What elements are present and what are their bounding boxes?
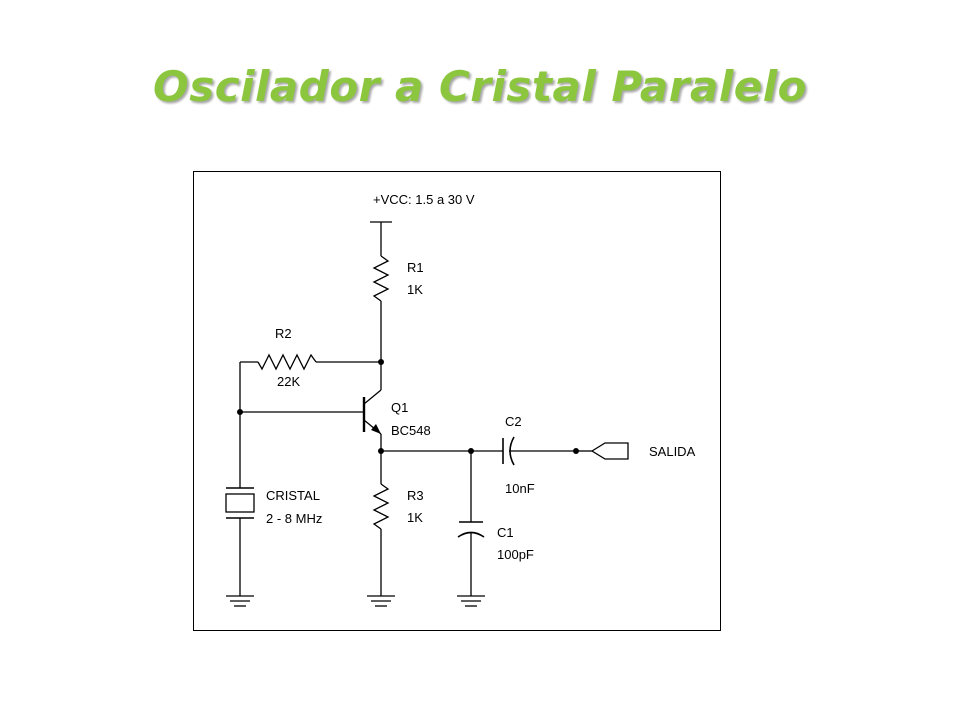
resistor-r3 xyxy=(372,451,390,596)
r1-ref: R1 xyxy=(407,260,424,275)
c2-value: 10nF xyxy=(505,481,535,496)
r3-ref: R3 xyxy=(407,488,424,503)
c2-ref: C2 xyxy=(505,414,522,429)
c1-value: 100pF xyxy=(497,547,534,562)
crystal-value: 2 - 8 MHz xyxy=(266,511,322,526)
resistor-r2 xyxy=(239,353,381,412)
ground-icon xyxy=(226,595,254,607)
vcc-label: +VCC: 1.5 a 30 V xyxy=(373,192,475,207)
schematic-frame xyxy=(193,171,721,631)
output-label: SALIDA xyxy=(649,444,696,459)
capacitor-c1 xyxy=(457,451,485,596)
crystal-x1 xyxy=(225,412,255,596)
ground-icon xyxy=(367,595,395,607)
q1-ref: Q1 xyxy=(391,400,408,415)
crystal-ref: CRISTAL xyxy=(266,488,320,503)
resistor-r1 xyxy=(372,255,390,362)
r2-ref: R2 xyxy=(275,326,292,341)
r3-value: 1K xyxy=(407,510,423,525)
c1-ref: C1 xyxy=(497,525,514,540)
r1-value: 1K xyxy=(407,282,423,297)
r2-value: 22K xyxy=(277,374,300,389)
output-connector-icon xyxy=(576,442,629,460)
q1-value: BC548 xyxy=(391,423,431,438)
slide-title: Oscilador a Cristal Paralelo xyxy=(153,62,807,111)
capacitor-c2 xyxy=(502,436,575,466)
ground-icon xyxy=(457,595,485,607)
emitter-arrow-icon xyxy=(371,424,381,434)
transistor-q1 xyxy=(362,362,382,451)
vcc-terminal xyxy=(370,221,392,256)
